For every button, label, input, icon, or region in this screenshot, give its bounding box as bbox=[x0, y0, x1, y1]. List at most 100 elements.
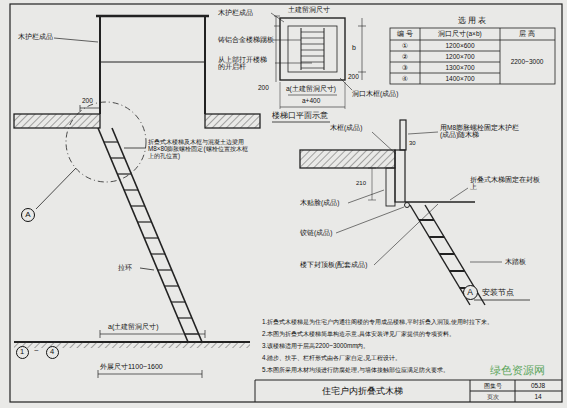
folding-ladder bbox=[158, 269, 172, 270]
table-header: 编 号 bbox=[397, 30, 413, 37]
detail-a bbox=[300, 120, 530, 305]
detail-a bbox=[429, 236, 444, 238]
detail-a bbox=[372, 132, 396, 154]
folding-ladder bbox=[185, 333, 199, 334]
dimension: 200 bbox=[258, 84, 269, 91]
note-text: 4.踏步、扶手、栏杆形式由各厂家自定,见工程设计。 bbox=[262, 354, 401, 361]
detail-callout bbox=[140, 268, 154, 270]
detail-a bbox=[348, 190, 384, 203]
dimension-lines bbox=[100, 330, 101, 338]
folding-ladder bbox=[178, 317, 192, 318]
section-guardrail bbox=[54, 38, 98, 42]
plan-view bbox=[280, 107, 345, 108]
section-guardrail bbox=[96, 15, 209, 18]
sheet-frame bbox=[255, 380, 562, 381]
title-block-cell: 05J8 bbox=[531, 382, 545, 389]
detail-a bbox=[405, 201, 475, 202]
detail-a bbox=[368, 200, 376, 201]
plan-view bbox=[358, 72, 366, 73]
sheet-frame bbox=[255, 380, 256, 402]
table-cell: 2200~3000 bbox=[511, 58, 544, 65]
dimension: 30 bbox=[409, 140, 416, 147]
node-text: 4 bbox=[50, 348, 54, 356]
dimension: b bbox=[352, 44, 356, 52]
section-guardrail bbox=[100, 62, 205, 63]
plan-view bbox=[271, 13, 366, 122]
detail-title: 安装节点 bbox=[482, 288, 514, 297]
detail-a bbox=[470, 262, 502, 263]
detail-a bbox=[474, 300, 530, 301]
node-text: A bbox=[467, 288, 473, 297]
table-cell: ① bbox=[402, 41, 408, 49]
sheet-frame bbox=[10, 4, 562, 402]
note-text: 5.本图所采用木材均须进行防腐处理,与墙体接触部位应满足防火要求。 bbox=[262, 366, 449, 373]
folding-ladder bbox=[138, 221, 152, 222]
plan-view bbox=[275, 63, 312, 64]
table-header: 洞口尺寸(a×b) bbox=[438, 30, 481, 37]
section-guardrail bbox=[204, 16, 206, 114]
folding-ladder bbox=[104, 141, 118, 142]
dimension: 外展尺寸1100~1600 bbox=[100, 363, 163, 371]
sheet-frame bbox=[10, 4, 562, 402]
detail-a bbox=[419, 220, 475, 288]
note-label: 折叠式木楼梯及木框与混凝土边梁用M8×80膨胀螺栓固定(螺栓位置按木框上的孔位置… bbox=[148, 138, 248, 160]
range-mark: ~ bbox=[34, 346, 39, 355]
dimension: a(土建留洞尺寸) bbox=[286, 85, 336, 92]
part-label: 楼下封顶板(配套成品) bbox=[300, 261, 367, 268]
detail-callout bbox=[36, 168, 76, 209]
table-cell: 1400×700 bbox=[445, 75, 474, 82]
node-text: 1 bbox=[20, 348, 24, 356]
plan-view bbox=[324, 28, 325, 70]
plan-view bbox=[301, 50, 324, 51]
part-label: 从上部打开楼梯的开启杆 bbox=[218, 56, 272, 71]
detail-a bbox=[450, 270, 465, 272]
table-cell: ② bbox=[402, 52, 408, 60]
part-label: 用M8膨胀螺栓固定木护栏(成品)随木梯 bbox=[440, 124, 522, 139]
folding-ladder bbox=[112, 128, 202, 342]
title-block-cell: 14 bbox=[534, 393, 541, 400]
callout-circle: A bbox=[463, 285, 478, 300]
selection-table bbox=[390, 51, 500, 52]
dimension-lines bbox=[202, 370, 203, 378]
part-label: 木贴脸(成品) bbox=[300, 199, 339, 206]
detail-a bbox=[405, 203, 410, 208]
plan-view bbox=[301, 38, 324, 39]
plan-view bbox=[301, 68, 324, 69]
view-number-circle: 4 bbox=[46, 346, 59, 359]
part-label: 木踏板 bbox=[505, 258, 526, 265]
folding-ladder bbox=[171, 301, 185, 302]
plan-view bbox=[301, 44, 324, 45]
selection-table bbox=[390, 28, 555, 84]
part-label: 铸铝合金楼梯踢板 bbox=[218, 36, 274, 43]
dimension-lines bbox=[205, 330, 206, 338]
plan-view bbox=[272, 122, 330, 123]
folding-ladder bbox=[151, 253, 165, 254]
dimension-lines bbox=[80, 105, 81, 111]
detail-callout bbox=[36, 102, 154, 270]
callout-circle: A bbox=[21, 208, 35, 222]
selection-table bbox=[390, 73, 500, 74]
plan-view bbox=[280, 18, 345, 80]
table-cell: 1200×600 bbox=[445, 42, 474, 49]
plan-view bbox=[301, 32, 324, 68]
detail-a bbox=[386, 168, 395, 206]
part-label: 木框(成品) bbox=[330, 124, 362, 131]
plan-view bbox=[345, 82, 346, 109]
note-text: 1.折叠式木楼梯是为住宅户内通往阁楼的专用成品楼梯,平时折叠入洞顶,使用时拉下来… bbox=[262, 318, 493, 325]
dimension: 土建留洞尺寸 bbox=[288, 6, 330, 13]
folding-ladder bbox=[98, 128, 202, 342]
table-cell: ④ bbox=[402, 74, 408, 82]
plan-view bbox=[280, 82, 281, 109]
dimension: 210 bbox=[356, 180, 366, 187]
dimension: 200 bbox=[348, 73, 359, 80]
detail-callout bbox=[66, 102, 146, 182]
table-cell: 1200×700 bbox=[445, 53, 474, 60]
part-label: 洞口木框(成品) bbox=[352, 90, 398, 97]
section-slab bbox=[205, 114, 260, 128]
folding-ladder bbox=[111, 157, 125, 158]
section-guardrail bbox=[99, 16, 101, 114]
plan-view bbox=[358, 26, 366, 27]
table-cell: ③ bbox=[402, 63, 408, 71]
node-text: A bbox=[25, 211, 30, 219]
